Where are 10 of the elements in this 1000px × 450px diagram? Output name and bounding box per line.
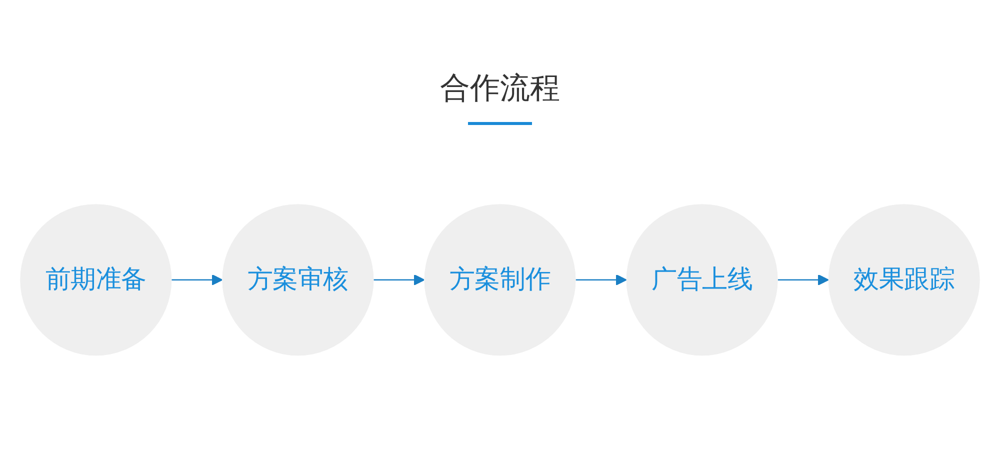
- node-circle: 方案审核: [222, 204, 374, 356]
- arrow: [576, 274, 627, 286]
- node-circle: 方案制作: [424, 204, 576, 356]
- node-circle: 前期准备: [20, 204, 172, 356]
- arrow: [778, 274, 829, 286]
- diagram-title: 合作流程: [440, 71, 560, 107]
- arrow: [172, 274, 223, 286]
- arrow: [374, 274, 425, 286]
- node-circle: 广告上线: [626, 204, 778, 356]
- node-circle: 效果跟踪: [828, 204, 980, 356]
